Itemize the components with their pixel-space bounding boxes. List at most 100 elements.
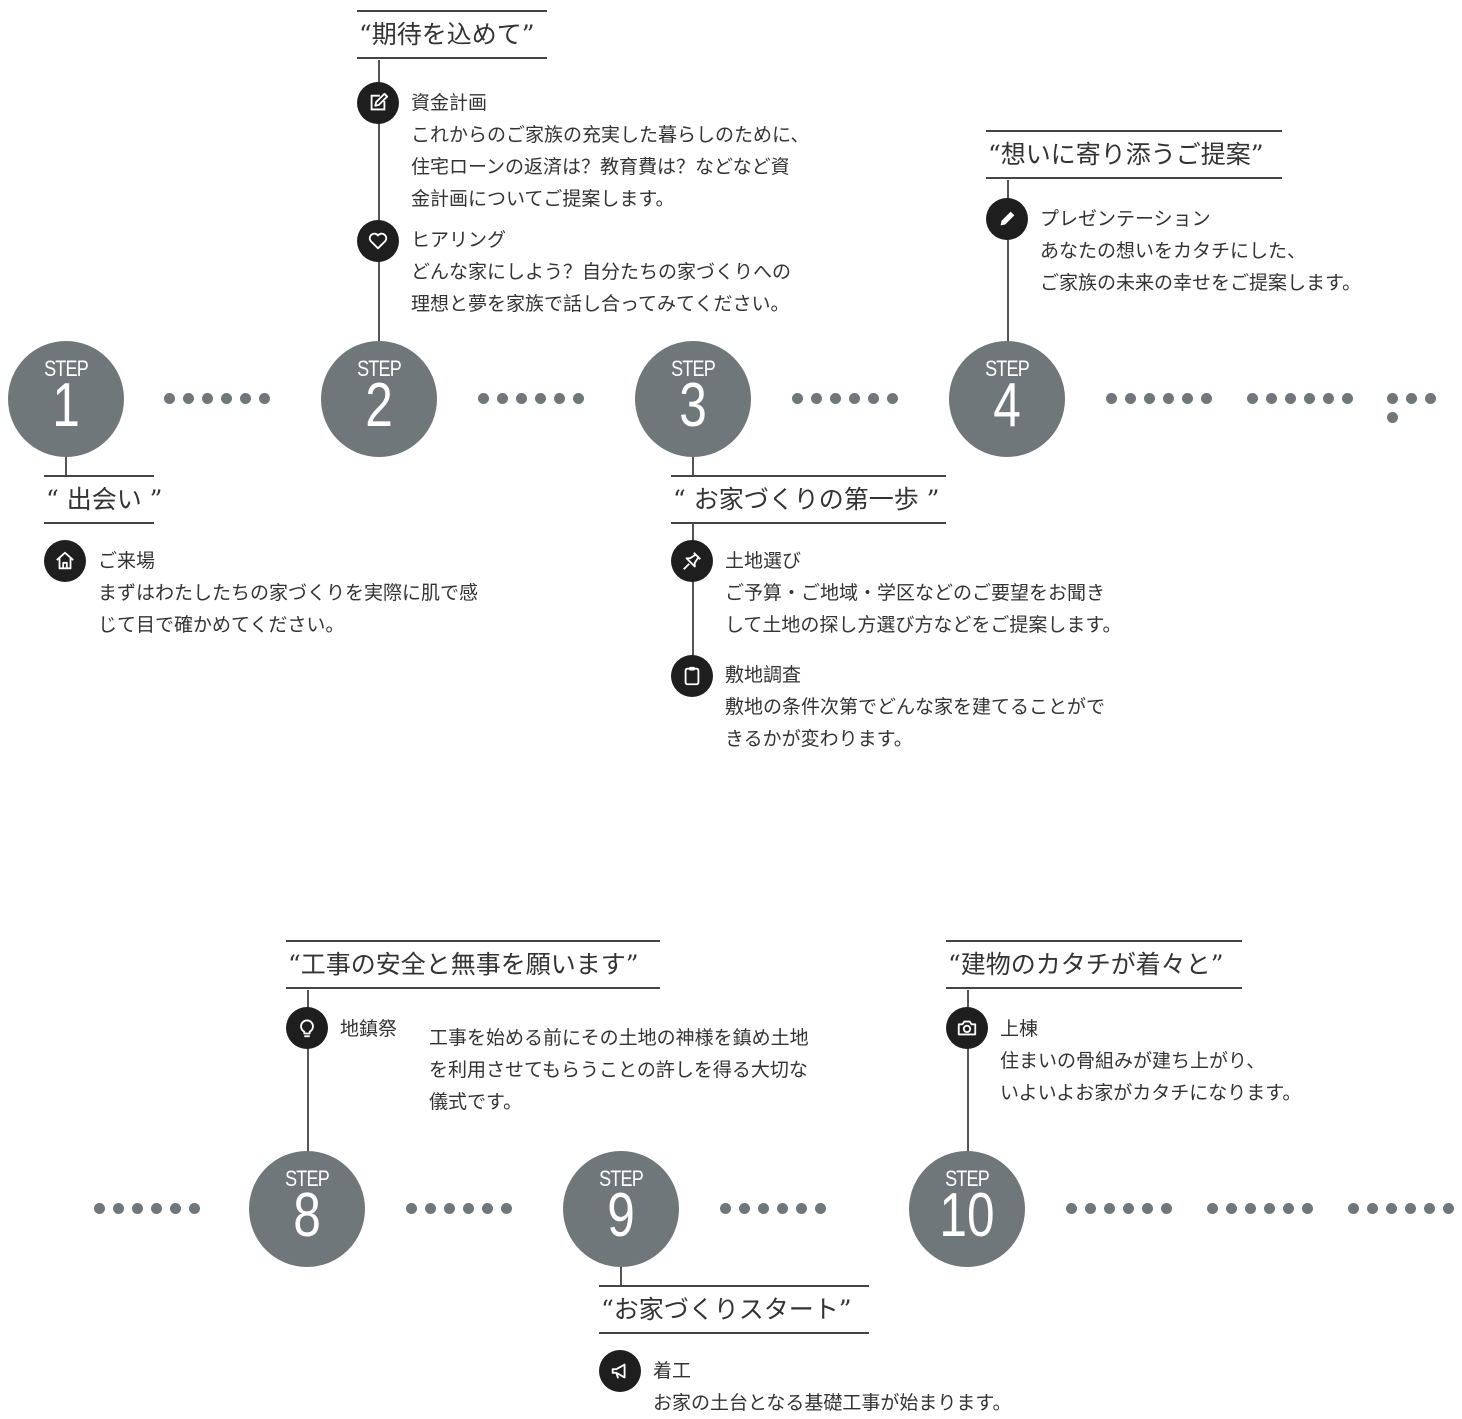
dot — [1247, 393, 1258, 404]
item-survey: 敷地調査 敷地の条件次第でどんな家を建てることがで きるかが変わります。 — [725, 659, 1105, 755]
item-title: 地鎮祭 — [340, 1018, 398, 1040]
item-title: ヒアリング — [411, 229, 507, 251]
dots-connector — [406, 1203, 520, 1217]
connector-line-step4 — [1007, 180, 1009, 344]
connector-line-step2 — [378, 60, 380, 344]
dot — [1302, 1203, 1313, 1214]
item-body: どんな家にしよう？自分たちの家づくりへの 理想と夢を家族で話し合ってみてください… — [411, 261, 792, 315]
dots-connector — [1387, 393, 1462, 423]
dot — [777, 1203, 788, 1214]
dot — [758, 1203, 769, 1214]
dot — [170, 1203, 181, 1214]
item-land: 土地選び ご予算・ご地域・学区などのご要望をお聞き して土地の探し方選び方などを… — [725, 545, 1122, 641]
home-icon — [44, 540, 86, 582]
step-label: STEP — [945, 1166, 990, 1191]
step-label: STEP — [357, 356, 402, 381]
dot — [1405, 1203, 1416, 1214]
connector-line-step3-items — [692, 522, 694, 672]
dots-connector — [1247, 393, 1361, 407]
dot — [1387, 393, 1398, 404]
dots-connector — [1066, 1203, 1180, 1217]
step-label: STEP — [599, 1166, 644, 1191]
dot — [1367, 1203, 1378, 1214]
dot — [501, 1203, 512, 1214]
step-label: STEP — [285, 1166, 330, 1191]
dot — [202, 393, 213, 404]
dot — [497, 393, 508, 404]
step-number: 8 — [293, 1181, 321, 1250]
connector-line-step3 — [692, 455, 694, 475]
step-circle-2: STEP 2 — [321, 341, 437, 457]
dot — [444, 1203, 455, 1214]
dot — [189, 1203, 200, 1214]
dot — [815, 1203, 826, 1214]
dot — [425, 1203, 436, 1214]
dot — [1443, 1203, 1454, 1214]
dot — [1085, 1203, 1096, 1214]
connector-line-step8 — [307, 990, 309, 1154]
dot — [1125, 393, 1136, 404]
item-title: プレゼンテーション — [1040, 208, 1211, 230]
dot — [132, 1203, 143, 1214]
connector-line-step1 — [65, 455, 67, 475]
connector-line-step9 — [620, 1265, 622, 1285]
dot — [1264, 1203, 1275, 1214]
dot — [535, 393, 546, 404]
dot — [406, 1203, 417, 1214]
dot — [1207, 1203, 1218, 1214]
item-body: 工事を始める前にその土地の神様を鎮め土地 を利用させてもらうことの許しを得る大切… — [429, 1027, 809, 1113]
item-hearing: ヒアリング どんな家にしよう？自分たちの家づくりへの 理想と夢を家族で話し合って… — [411, 224, 791, 320]
dot — [482, 1203, 493, 1214]
dot — [849, 393, 860, 404]
item-title: 敷地調査 — [725, 664, 802, 686]
dot — [1387, 412, 1398, 423]
step-circle-8: STEP 8 — [249, 1151, 365, 1267]
dots-connector — [720, 1203, 834, 1217]
pin-icon — [671, 540, 713, 582]
item-title: 着工 — [653, 1360, 692, 1382]
dot — [1161, 1203, 1172, 1214]
step-circle-10: STEP 10 — [909, 1151, 1025, 1267]
step-label: STEP — [671, 356, 716, 381]
dot — [720, 1203, 731, 1214]
item-body: これからのご家族の充実した暮らしのために、 住宅ローンの返済は？教育費は？などな… — [411, 124, 810, 210]
item-ground-title: 地鎮祭 — [340, 1013, 397, 1045]
step-circle-4: STEP 4 — [949, 341, 1065, 457]
step9-heading: “お家づくりスタート” — [599, 1285, 869, 1334]
dot — [113, 1203, 124, 1214]
dot — [1406, 393, 1417, 404]
dot — [554, 393, 565, 404]
dot — [1245, 1203, 1256, 1214]
item-framing: 上棟 住まいの骨組みが建ち上がり、 いよいよお家がカタチになります。 — [1000, 1013, 1301, 1109]
dot — [1348, 1203, 1359, 1214]
dot — [811, 393, 822, 404]
step-number: 2 — [365, 371, 393, 440]
megaphone-icon — [599, 1350, 641, 1392]
step-number: 3 — [679, 371, 707, 440]
clipboard-icon — [671, 655, 713, 697]
dots-connector — [1207, 1203, 1321, 1217]
dots-connector — [792, 393, 906, 407]
dot — [1201, 393, 1212, 404]
dots-connector — [164, 393, 278, 407]
step8-heading: “工事の安全と無事を願います” — [286, 940, 660, 989]
dot — [1066, 1203, 1077, 1214]
dots-connector — [478, 393, 592, 407]
dot — [1342, 393, 1353, 404]
dot — [240, 393, 251, 404]
dot — [1425, 393, 1436, 404]
step-number: 10 — [939, 1181, 995, 1250]
item-title: 土地選び — [725, 550, 802, 572]
dot — [164, 393, 175, 404]
item-body: お家の土台となる基礎工事が始まります。 — [653, 1392, 1012, 1414]
dots-connector — [1106, 393, 1220, 407]
dot — [739, 1203, 750, 1214]
dot — [1424, 1203, 1435, 1214]
dot — [1226, 1203, 1237, 1214]
pencil-icon — [986, 198, 1028, 240]
step-number: 9 — [607, 1181, 635, 1250]
dot — [1266, 393, 1277, 404]
item-title: 資金計画 — [411, 92, 488, 114]
dot — [1323, 393, 1334, 404]
item-title: ご来場 — [98, 550, 156, 572]
